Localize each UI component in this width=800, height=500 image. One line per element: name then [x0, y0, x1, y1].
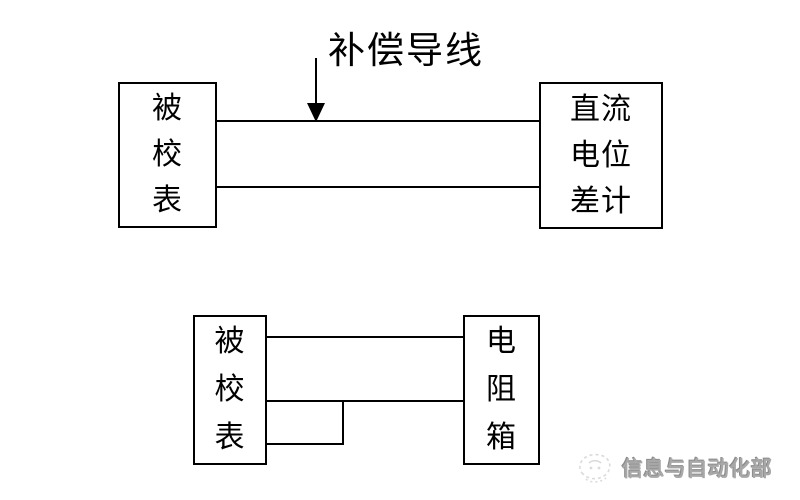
- resistance-box: 电 阻 箱: [463, 315, 540, 465]
- meter-under-calibration-box-bottom: 被 校 表: [193, 315, 267, 465]
- wire-bottom-vertical-connector: [342, 400, 344, 445]
- dc-potentiometer-box: 直流 电位 差计: [539, 82, 663, 229]
- wire-bottom-upper: [267, 336, 463, 338]
- box-text-line: 差计: [570, 184, 632, 218]
- box-text-line: 表: [214, 421, 246, 454]
- wire-top-lower: [217, 186, 539, 188]
- wire-top-upper: [217, 120, 539, 122]
- box-text-line: 校: [152, 138, 183, 171]
- box-text-line: 电位: [570, 138, 632, 172]
- watermark-text: 信息与自动化部: [622, 458, 773, 481]
- meter-under-calibration-box-top: 被 校 表: [118, 82, 217, 228]
- box-text-line: 箱: [486, 421, 517, 454]
- box-text-line: 阻: [486, 373, 517, 406]
- box-text-line: 被: [214, 325, 246, 358]
- box-text-line: 被: [152, 92, 183, 125]
- compensation-wire-arrow-shaft: [315, 58, 317, 108]
- wechat-account-logo-icon: [579, 453, 611, 483]
- box-text-line: 表: [152, 184, 183, 217]
- compensation-wire-label: 补偿导线: [328, 30, 484, 71]
- box-text-line: 电: [486, 325, 517, 358]
- wire-bottom-middle: [267, 400, 463, 402]
- watermark: 信息与自动化部: [576, 448, 773, 488]
- arrow-down-icon: [307, 103, 325, 122]
- wire-bottom-stub: [267, 443, 344, 445]
- box-text-line: 直流: [570, 92, 632, 126]
- box-text-line: 校: [214, 373, 246, 406]
